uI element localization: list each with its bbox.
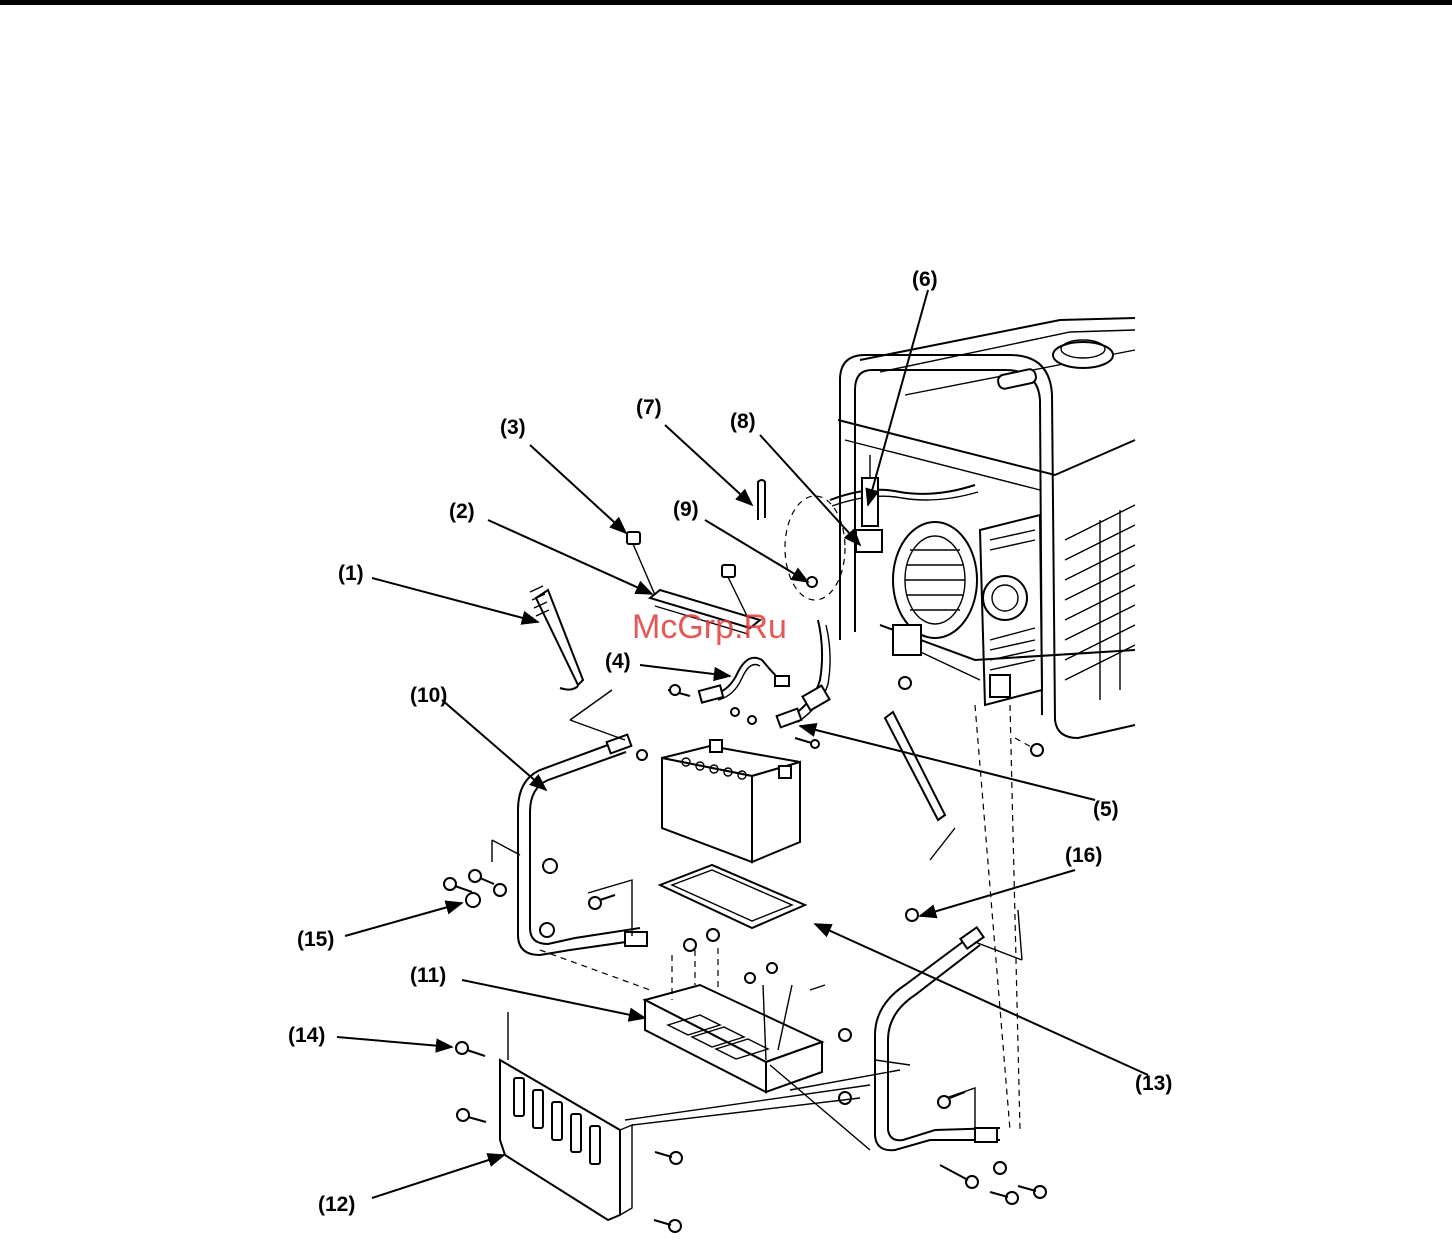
rod-right [885,712,945,820]
callout-9: (9) [673,498,699,522]
callout-13: (13) [1135,1072,1172,1096]
callout-12: (12) [318,1193,355,1217]
part-3-nut-2 [722,565,735,577]
part-10-left-frame [492,735,647,955]
part-4-cable [668,658,789,724]
callout-1: (1) [338,562,364,586]
part-9-bolt [807,577,817,587]
battery [662,740,800,862]
callout-10: (10) [410,684,447,708]
callout-5: (5) [1093,798,1119,822]
watermark: McGrp.Ru [632,608,787,647]
part-3-nut [627,532,640,544]
part-1-rod [530,586,583,690]
rod-right-guide [930,828,955,860]
callout-2: (2) [449,500,475,524]
callout-16: (16) [1065,844,1102,868]
callout-15: (15) [297,928,334,952]
callout-4: (4) [605,650,631,674]
callout-8: (8) [730,410,756,434]
callout-14: (14) [288,1024,325,1048]
generator-body [785,318,1135,1130]
part-13-tray-pad [660,865,805,928]
part-7-hook [758,480,765,520]
callout-7: (7) [636,396,662,420]
callout-11: (11) [410,964,446,988]
callout-6: (6) [912,268,938,292]
part-16-right-frame [839,909,1022,1150]
callout-3: (3) [500,416,526,440]
